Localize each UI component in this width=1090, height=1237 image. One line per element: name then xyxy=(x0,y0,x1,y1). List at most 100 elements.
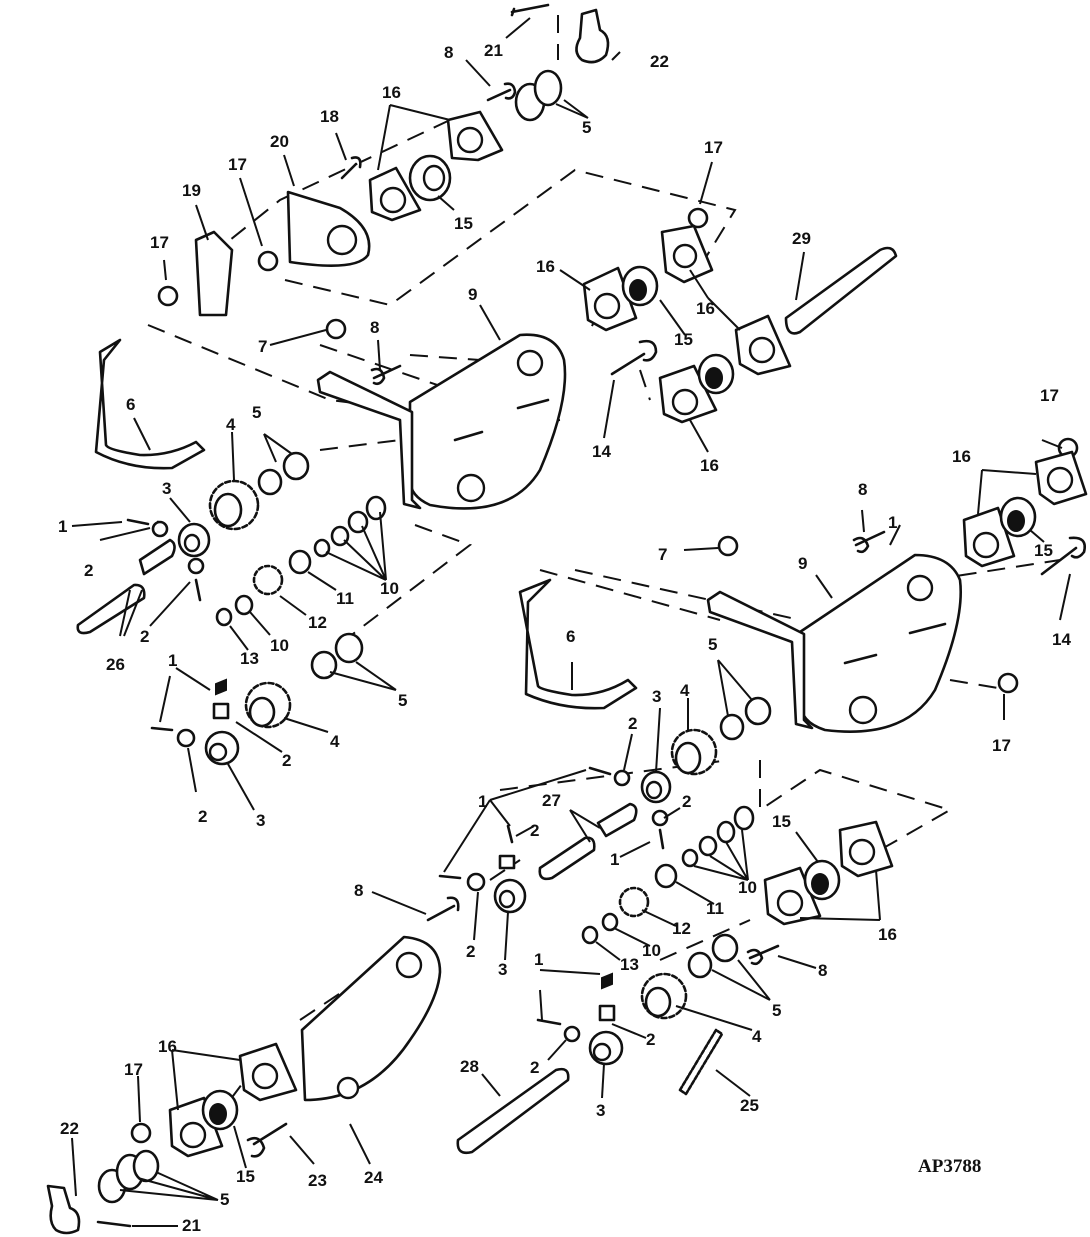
callout-17: 17 xyxy=(992,736,1011,755)
callout-2: 2 xyxy=(530,1058,539,1077)
callout-6: 6 xyxy=(566,627,575,646)
callout-22: 22 xyxy=(650,52,669,71)
arm-right xyxy=(706,590,814,730)
callout-20: 20 xyxy=(270,132,289,151)
callout-16: 16 xyxy=(696,299,715,318)
callout-15: 15 xyxy=(1034,541,1053,560)
callout-29: 29 xyxy=(792,229,811,248)
callout-10: 10 xyxy=(270,636,289,655)
callout-23: 23 xyxy=(308,1171,327,1190)
callout-17: 17 xyxy=(150,233,169,252)
callout-15: 15 xyxy=(454,214,473,233)
callout-25: 25 xyxy=(740,1096,759,1115)
callout-21: 21 xyxy=(182,1216,201,1235)
callout-1: 1 xyxy=(534,950,543,969)
callout-14: 14 xyxy=(1052,630,1071,649)
callout-3: 3 xyxy=(498,960,507,979)
callout-14: 14 xyxy=(592,442,611,461)
callout-8: 8 xyxy=(354,881,363,900)
callout-2: 2 xyxy=(646,1030,655,1049)
bracket-19 xyxy=(194,230,234,317)
callout-5: 5 xyxy=(220,1190,229,1209)
callout-5: 5 xyxy=(708,635,717,654)
callout-8: 8 xyxy=(444,43,453,62)
callout-13: 13 xyxy=(620,955,639,974)
chain-housing-9 xyxy=(408,333,567,510)
callout-5: 5 xyxy=(772,1001,781,1020)
callout-28: 28 xyxy=(460,1057,479,1076)
shaft-27 xyxy=(538,836,596,881)
callout-2: 2 xyxy=(466,942,475,961)
right-assembly xyxy=(46,450,1088,1235)
handle-6 xyxy=(94,338,206,470)
cotter-pin-top xyxy=(510,3,550,17)
callout-1: 1 xyxy=(888,513,897,532)
figure-code: AP3788 xyxy=(918,1156,981,1177)
callout-5: 5 xyxy=(398,691,407,710)
callout-16: 16 xyxy=(536,257,555,276)
shaft-29 xyxy=(784,246,898,335)
callout-8: 8 xyxy=(818,961,827,980)
callout-17: 17 xyxy=(124,1060,143,1079)
callout-15: 15 xyxy=(772,812,791,831)
callout-1: 1 xyxy=(58,517,67,536)
callout-4: 4 xyxy=(680,681,690,700)
callout-2: 2 xyxy=(682,792,691,811)
bolt-14 xyxy=(610,339,658,376)
callout-3: 3 xyxy=(256,811,265,830)
clamp-bottom xyxy=(46,1184,81,1235)
callout-22: 22 xyxy=(60,1119,79,1138)
callout-10: 10 xyxy=(642,941,661,960)
callout-2: 2 xyxy=(530,821,539,840)
callout-11: 11 xyxy=(706,899,724,918)
callout-10: 10 xyxy=(738,878,757,897)
callout-1: 1 xyxy=(168,651,177,670)
callout-3: 3 xyxy=(596,1101,605,1120)
callout-16: 16 xyxy=(158,1037,177,1056)
clamp-top xyxy=(575,8,610,64)
callout-2: 2 xyxy=(198,807,207,826)
chain-housing-9-right xyxy=(798,553,962,733)
plate-20 xyxy=(286,190,371,267)
callout-4: 4 xyxy=(226,415,236,434)
callout-9: 9 xyxy=(798,554,807,573)
callout-9: 9 xyxy=(468,285,477,304)
callout-15: 15 xyxy=(236,1167,255,1186)
bolt-top xyxy=(486,82,517,102)
callout-17: 17 xyxy=(1040,386,1059,405)
callout-4: 4 xyxy=(330,732,340,751)
callout-17: 17 xyxy=(228,155,247,174)
callout-2: 2 xyxy=(140,627,149,646)
callout-5: 5 xyxy=(582,118,591,137)
callout-1: 1 xyxy=(478,792,487,811)
callout-18: 18 xyxy=(320,107,339,126)
callout-12: 12 xyxy=(308,613,327,632)
callout-16: 16 xyxy=(700,456,719,475)
callout-27: 27 xyxy=(542,791,561,810)
callout-13: 13 xyxy=(240,649,259,668)
callout-24: 24 xyxy=(364,1168,383,1187)
callout-labels: 21 22 8 5 16 18 20 17 19 17 15 17 29 16 … xyxy=(58,41,1071,1235)
callout-7: 7 xyxy=(258,337,267,356)
callout-10: 10 xyxy=(380,579,399,598)
callout-6: 6 xyxy=(126,395,135,414)
callout-8: 8 xyxy=(858,480,867,499)
callout-15: 15 xyxy=(674,330,693,349)
callout-21: 21 xyxy=(484,41,503,60)
callout-2: 2 xyxy=(282,751,291,770)
callout-3: 3 xyxy=(162,479,171,498)
callout-19: 19 xyxy=(182,181,201,200)
callout-11: 11 xyxy=(336,589,354,608)
callout-17: 17 xyxy=(704,138,723,157)
upper-assembly xyxy=(76,3,1079,1144)
handle-6-right xyxy=(518,578,638,710)
callout-3: 3 xyxy=(652,687,661,706)
callout-4: 4 xyxy=(752,1027,762,1046)
callout-8: 8 xyxy=(370,318,379,337)
callout-16: 16 xyxy=(382,83,401,102)
callout-26: 26 xyxy=(106,655,125,674)
callout-5: 5 xyxy=(252,403,261,422)
callout-2: 2 xyxy=(84,561,93,580)
callout-1: 1 xyxy=(610,850,619,869)
shaft-28 xyxy=(456,1067,570,1155)
